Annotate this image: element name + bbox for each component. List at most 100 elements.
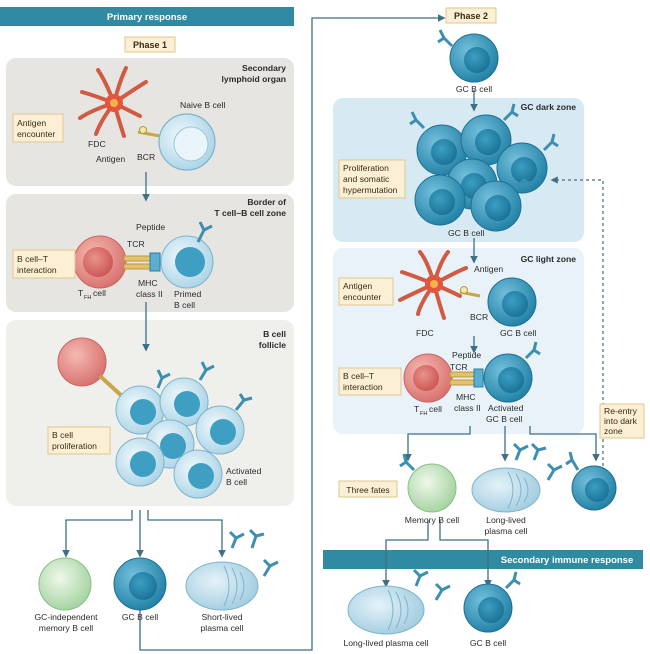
secondary-lymphoid-panel — [6, 58, 294, 186]
prolif-hypermut-line3: hypermutation — [343, 185, 398, 195]
b-proliferation-line1: B cell — [52, 430, 73, 440]
gc-b-cell-label-dark: GC B cell — [448, 228, 484, 238]
gc-indep-memory-label-2: memory B cell — [39, 623, 94, 633]
gc-b-cell-label-phase2: GC B cell — [456, 84, 492, 94]
b-proliferation-box — [47, 426, 111, 455]
b-proliferation-line2: proliferation — [52, 441, 97, 451]
primary-response-title: Primary response — [107, 12, 187, 23]
bt-interaction-box-2 — [338, 367, 402, 396]
gc-b-cell-label-light: GC B cell — [500, 328, 536, 338]
svg-text:cell: cell — [429, 404, 442, 414]
memory-b-label: Memory B cell — [405, 515, 460, 525]
phase-2-label-box — [445, 7, 497, 24]
naive-b-cell-label: Naive B cell — [180, 100, 225, 110]
antigen-label-right: Antigen — [474, 264, 503, 274]
phase-2-label: Phase 2 — [454, 11, 488, 21]
fdc-label-left: FDC — [88, 139, 106, 149]
tfh-cell-label-left: T FH cell — [78, 288, 106, 301]
three-fates-box — [338, 480, 398, 498]
three-fates-label: Three fates — [346, 485, 389, 495]
bt-interaction-2-line2: interaction — [343, 382, 383, 392]
arrow-to-phase2 — [139, 14, 446, 651]
gc-independent-memory-b-cell — [38, 557, 92, 611]
svg-text:cell: cell — [93, 288, 106, 298]
antigen-encounter-2-line2: encounter — [343, 292, 381, 302]
primed-b-cell — [160, 235, 214, 289]
antibodies-secondary — [412, 568, 451, 601]
activated-gc-b-label-1: Activated — [488, 403, 524, 413]
bcr-gc-secondary — [504, 571, 521, 590]
mhc-label-left-2: class II — [136, 289, 163, 299]
fdc-cell-right — [398, 250, 468, 320]
dark-zone-gc-cluster — [414, 114, 548, 232]
svg-text:FH: FH — [84, 295, 91, 301]
follicle-tcr-link — [98, 374, 126, 400]
short-lived-plasma-label-1: Short-lived — [201, 612, 242, 622]
antigen-encounter-1-line2: encounter — [17, 129, 55, 139]
naive-b-cell — [158, 113, 216, 171]
tfh-cell-left — [73, 235, 127, 289]
tfh-cell-label-right: T FH cell — [414, 404, 442, 417]
secondary-response-title: Secondary immune response — [501, 555, 634, 566]
phase-1-label-box — [124, 36, 176, 53]
bt-interaction-2-line1: B cell–T — [343, 371, 375, 381]
antigen-encounter-box-2 — [338, 277, 394, 306]
bcr-activated-gc — [524, 341, 541, 360]
border-zone-title-2: T cell–B cell zone — [214, 208, 286, 218]
secondary-lymphoid-title-2: lymphoid organ — [222, 74, 286, 84]
primed-b-label-1: Primed — [174, 289, 201, 299]
gc-light-zone-title: GC light zone — [521, 254, 577, 264]
prolif-hypermut-box — [338, 159, 406, 199]
reentry-gc-b-cell — [571, 465, 617, 511]
tfh-cell-follicle — [57, 337, 107, 387]
bcr-phase2 — [437, 29, 454, 48]
peptide-label-left: Peptide — [136, 222, 165, 232]
bcr-label-right: BCR — [470, 312, 488, 322]
arrow-reentry-dashed — [550, 176, 604, 472]
follicle-title-1: B cell — [263, 329, 286, 339]
activated-gc-b-cell — [483, 353, 533, 403]
short-lived-plasma-cell — [185, 561, 259, 611]
arrow-to-memory-indep — [62, 510, 133, 558]
mhc-label-right-1: MHC — [456, 392, 476, 402]
gc-b-cell-secondary — [463, 583, 513, 633]
fdc-label-right: FDC — [416, 328, 434, 338]
gc-b-cell-light — [487, 277, 537, 327]
phase-1-label: Phase 1 — [133, 40, 167, 50]
gc-indep-memory-label-1: GC-independent — [34, 612, 98, 622]
svg-text:T: T — [414, 404, 420, 414]
tcr-label-right: TCR — [450, 362, 468, 372]
bcr-receptor-primed — [196, 221, 213, 243]
gc-b-cell-left-output — [113, 557, 167, 611]
antigen-bcr-left — [137, 126, 161, 138]
secondary-response-banner — [323, 550, 643, 569]
follicle-title-2: follicle — [259, 340, 286, 350]
bcr-memory — [399, 453, 416, 472]
antigen-encounter-box-1 — [12, 113, 64, 143]
svg-text:T: T — [78, 288, 84, 298]
primed-b-label-2: B cell — [174, 300, 195, 310]
mhc-label-right-2: class II — [454, 403, 481, 413]
gc-b-cell-label-secondary: GC B cell — [470, 638, 506, 648]
prolif-hypermut-line2: and somatic — [343, 174, 390, 184]
bcr-label-left: BCR — [137, 152, 155, 162]
memory-b-cell — [407, 463, 457, 513]
fdc-cell-left — [78, 66, 148, 138]
bt-interaction-box-1 — [12, 249, 76, 279]
mhc-label-left-1: MHC — [138, 278, 158, 288]
tcr-mhc-bridge-right — [449, 368, 484, 388]
dark-zone-bcrs — [409, 103, 559, 190]
tcr-mhc-bridge-left — [123, 252, 161, 272]
primary-response-banner — [0, 7, 294, 26]
follicle-bcr-receptors — [156, 361, 253, 411]
arrow-to-memory-b — [404, 426, 471, 462]
reentry-line3: zone — [604, 426, 623, 436]
arrow-memory-to-gc — [439, 520, 492, 588]
bcr-reentry — [565, 451, 580, 471]
border-zone-title-1: Border of — [247, 197, 286, 207]
long-lived-plasma-cell-fate — [471, 467, 541, 513]
short-lived-plasma-label-2: plasma cell — [201, 623, 244, 633]
tfh-cell-right — [403, 353, 453, 403]
antigen-encounter-2-line1: Antigen — [343, 281, 372, 291]
